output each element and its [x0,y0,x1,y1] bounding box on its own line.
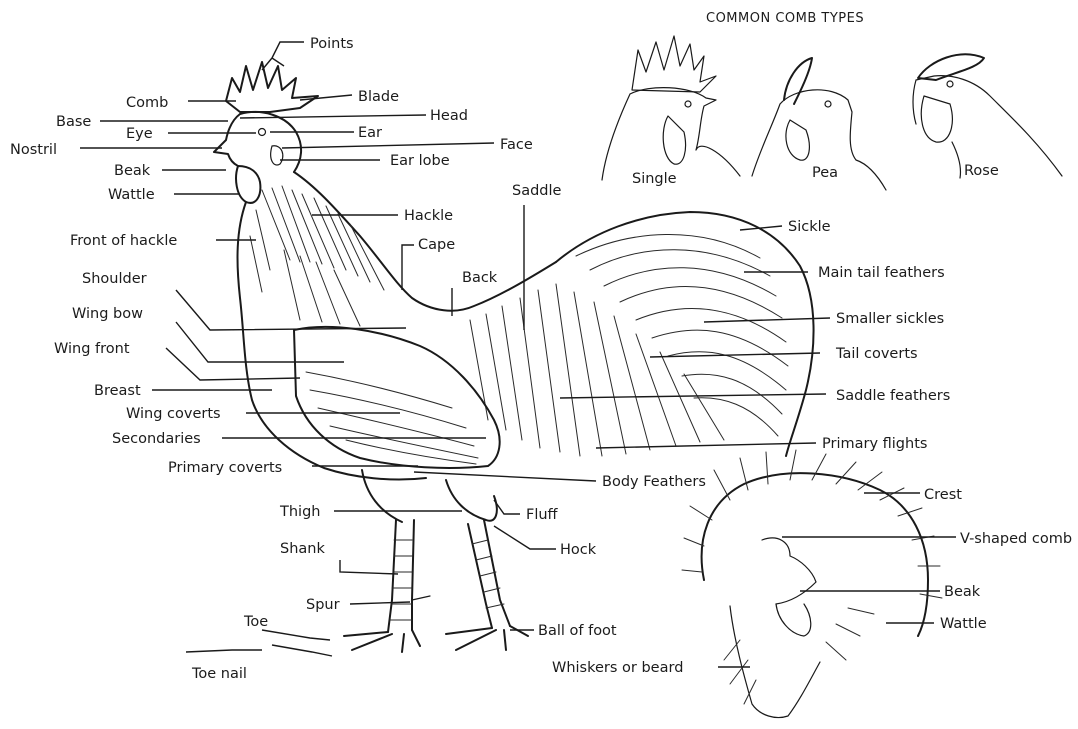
label-front-of-hackle: Front of hackle [70,233,177,249]
label-primary-flights: Primary flights [822,436,927,452]
single-comb-head [602,36,740,180]
label-shoulder: Shoulder [82,271,147,287]
label-wing-coverts: Wing coverts [126,406,221,422]
label-v-shaped-comb: V-shaped comb [960,531,1072,547]
rooster-comb [226,62,318,112]
rooster-ear-lobe [271,146,283,165]
comb-type-rose: Rose [964,163,999,179]
comb-types-title: COMMON COMB TYPES [706,11,864,26]
label-saddle-feathers: Saddle feathers [836,388,950,404]
label-comb: Comb [126,95,168,111]
rooster-left-leg [388,520,414,632]
rooster-wattle [236,166,260,203]
label-beak: Beak [114,163,151,179]
comb-type-single: Single [632,171,677,187]
label-wattle: Wattle [108,187,155,203]
label-crested-wattle: Wattle [940,616,987,632]
label-wing-bow: Wing bow [72,306,143,322]
label-thigh: Thigh [279,504,320,520]
label-points: Points [310,36,354,52]
comb-type-pea: Pea [812,165,838,181]
label-smaller-sickles: Smaller sickles [836,311,944,327]
rooster-thigh [362,470,497,522]
label-crest: Crest [924,487,962,503]
label-body-feathers: Body Feathers [602,474,706,490]
label-tail-coverts: Tail coverts [835,346,918,362]
label-toe: Toe [243,614,268,630]
label-primary-coverts: Primary coverts [168,460,282,476]
rooster-feet [344,626,528,652]
label-crested-beak: Beak [944,584,981,600]
label-saddle: Saddle [512,183,562,199]
label-hackle: Hackle [404,208,453,224]
leader-lines [80,42,956,667]
rooster-spur [412,596,430,600]
label-fluff: Fluff [526,507,559,523]
label-eye: Eye [126,126,153,142]
rooster-eye [259,129,266,136]
tail-feathers [576,234,788,436]
label-face: Face [500,137,533,153]
label-nostril: Nostril [10,142,57,158]
rooster-wing [294,327,500,468]
label-secondaries: Secondaries [112,431,201,447]
label-hock: Hock [560,542,597,558]
label-whiskers-or-beard: Whiskers or beard [552,660,683,676]
label-head: Head [430,108,468,124]
leg-scales [390,540,504,620]
label-ear-lobe: Ear lobe [390,153,450,169]
label-breast: Breast [94,383,141,399]
wing-feathers [306,372,478,464]
rose-comb-head [913,54,1062,178]
hackle-feathers [250,186,384,326]
crested-head-illustration [682,450,942,718]
label-ear: Ear [358,125,382,141]
label-base: Base [56,114,91,130]
label-spur: Spur [306,597,340,613]
label-wing-front: Wing front [54,341,130,357]
label-toe-nail: Toe nail [191,666,247,682]
label-shank: Shank [280,541,325,557]
body-feathers [470,284,724,456]
crest-feathers [682,450,942,704]
label-ball-of-foot: Ball of foot [538,623,617,639]
label-main-tail-feathers: Main tail feathers [818,265,945,281]
label-blade: Blade [358,89,399,105]
label-cape: Cape [418,237,455,253]
label-sickle: Sickle [788,219,831,235]
label-back: Back [462,270,498,286]
